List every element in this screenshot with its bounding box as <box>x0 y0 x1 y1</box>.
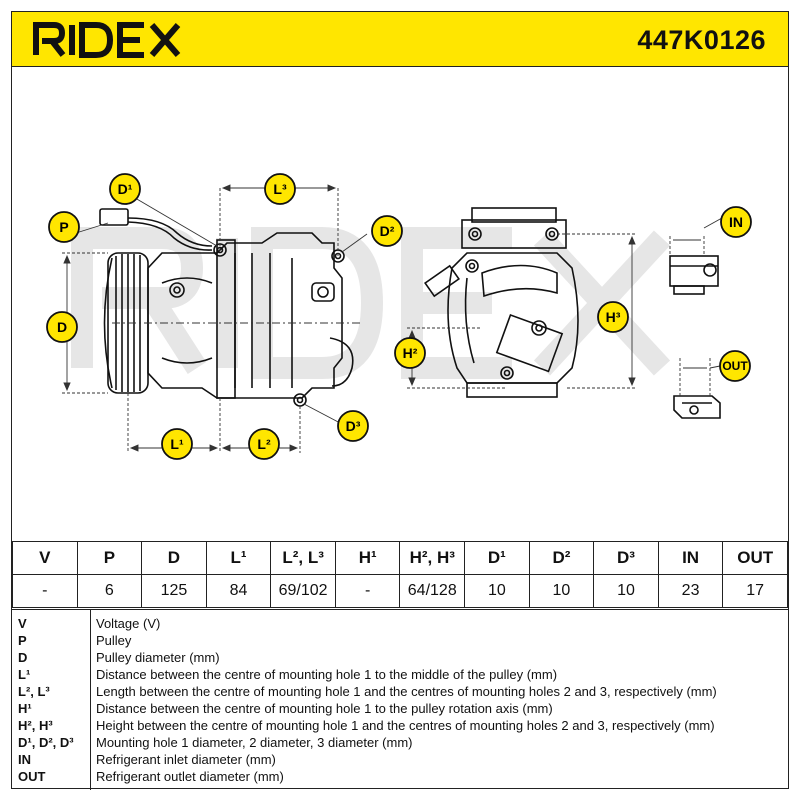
legend-key: L², L³ <box>18 684 50 699</box>
spec-value-h1: - <box>334 574 401 608</box>
legend-key: D <box>18 650 28 665</box>
callout-l1: L¹ <box>161 428 193 460</box>
spec-header-l2-l3: L², L³ <box>270 541 336 575</box>
svg-text:D¹: D¹ <box>118 181 133 197</box>
svg-text:L³: L³ <box>273 181 287 197</box>
callout-p: P <box>48 211 80 243</box>
spec-header-p: P <box>76 541 143 575</box>
legend-key: OUT <box>18 769 46 784</box>
svg-text:D: D <box>57 319 67 335</box>
callout-l3: L³ <box>264 173 296 205</box>
spec-value-l1: 84 <box>205 574 272 608</box>
inlet-dimension <box>669 217 723 256</box>
callout-d: D <box>46 311 78 343</box>
page-frame <box>11 11 789 789</box>
technical-drawing: P D¹ L³ D² D L¹ L² D³ <box>46 173 752 460</box>
svg-text:H²: H² <box>403 345 418 361</box>
ridex-logo <box>33 22 181 58</box>
spec-header-h1: H¹ <box>334 541 401 575</box>
spec-header-in: IN <box>657 541 724 575</box>
svg-text:IN: IN <box>729 214 743 230</box>
svg-text:OUT: OUT <box>722 359 748 373</box>
spec-value-row: - 6 125 84 69/102 - 64/128 10 10 10 23 1… <box>12 574 788 608</box>
outlet-dimension <box>679 358 721 396</box>
part-number: 447K0126 <box>637 25 766 55</box>
legend: V Voltage (V) P Pulley D Pulley diameter… <box>12 609 788 790</box>
svg-text:D³: D³ <box>346 418 361 434</box>
svg-text:D²: D² <box>380 223 395 239</box>
callout-h2: H² <box>394 337 426 369</box>
legend-row: H¹ Distance between the centre of mounti… <box>12 701 788 718</box>
compressor-side-view <box>99 208 354 407</box>
legend-row: D Pulley diameter (mm) <box>12 650 788 667</box>
svg-text:L²: L² <box>257 436 271 452</box>
legend-key: V <box>18 616 27 631</box>
legend-desc: Voltage (V) <box>96 616 161 631</box>
spec-value-d2: 10 <box>528 574 595 608</box>
legend-row: IN Refrigerant inlet diameter (mm) <box>12 752 788 769</box>
legend-row: H², H³ Height between the centre of moun… <box>12 718 788 735</box>
legend-desc: Refrigerant inlet diameter (mm) <box>96 752 276 767</box>
legend-desc: Pulley <box>96 633 132 648</box>
spec-header-d3: D³ <box>593 541 659 575</box>
callout-d1: D¹ <box>109 173 141 205</box>
legend-desc: Length between the centre of mounting ho… <box>96 684 717 699</box>
spec-header-d: D <box>141 541 207 575</box>
legend-desc: Distance between the centre of mounting … <box>96 701 553 716</box>
legend-row: D¹, D², D³ Mounting hole 1 diameter, 2 d… <box>12 735 788 752</box>
svg-text:P: P <box>59 219 68 235</box>
ridex-watermark <box>71 227 671 379</box>
legend-key: H¹ <box>18 701 32 716</box>
callout-l2: L² <box>248 428 280 460</box>
spec-header-d2: D² <box>528 541 595 575</box>
svg-text:H³: H³ <box>606 309 621 325</box>
callout-d2: D² <box>371 215 403 247</box>
outlet-fitting <box>673 395 721 419</box>
spec-header-h2-h3: H², H³ <box>399 541 466 575</box>
spec-value-d1: 10 <box>464 574 530 608</box>
spec-value-v: - <box>12 574 78 608</box>
spec-value-d: 125 <box>141 574 207 608</box>
legend-row: V Voltage (V) <box>12 616 788 633</box>
legend-key: IN <box>18 752 31 767</box>
legend-desc: Pulley diameter (mm) <box>96 650 220 665</box>
spec-header-d1: D¹ <box>464 541 530 575</box>
compressor-front-view <box>424 207 579 398</box>
legend-key: L¹ <box>18 667 31 682</box>
legend-key: D¹, D², D³ <box>18 735 74 750</box>
legend-desc: Refrigerant outlet diameter (mm) <box>96 769 284 784</box>
callout-out: OUT <box>719 350 751 382</box>
legend-divider <box>90 610 91 790</box>
spec-value-h2-h3: 64/128 <box>399 574 466 608</box>
spec-header-l1: L¹ <box>205 541 272 575</box>
spec-table: V P D L¹ L², L³ H¹ H², H³ D¹ D² D³ IN OU… <box>12 541 788 608</box>
legend-desc: Height between the centre of mounting ho… <box>96 718 715 733</box>
spec-header-out: OUT <box>722 541 788 575</box>
spec-value-p: 6 <box>76 574 143 608</box>
legend-desc: Mounting hole 1 diameter, 2 diameter, 3 … <box>96 735 413 750</box>
legend-desc: Distance between the centre of mounting … <box>96 667 558 682</box>
callout-in: IN <box>720 206 752 238</box>
legend-row: P Pulley <box>12 633 788 650</box>
spec-header-v: V <box>12 541 78 575</box>
spec-value-l2-l3: 69/102 <box>270 574 336 608</box>
header-bar: 447K0126 <box>12 12 788 67</box>
spec-value-out: 17 <box>722 574 788 608</box>
spec-header-row: V P D L¹ L², L³ H¹ H², H³ D¹ D² D³ IN OU… <box>12 541 788 575</box>
legend-row: L², L³ Length between the centre of moun… <box>12 684 788 701</box>
callout-d3: D³ <box>337 410 369 442</box>
callout-h3: H³ <box>597 301 629 333</box>
inlet-fitting <box>669 255 719 295</box>
legend-row: L¹ Distance between the centre of mounti… <box>12 667 788 684</box>
legend-row: OUT Refrigerant outlet diameter (mm) <box>12 769 788 786</box>
svg-text:L¹: L¹ <box>170 436 184 452</box>
spec-value-d3: 10 <box>593 574 659 608</box>
legend-key: P <box>18 633 27 648</box>
spec-value-in: 23 <box>657 574 724 608</box>
legend-key: H², H³ <box>18 718 53 733</box>
